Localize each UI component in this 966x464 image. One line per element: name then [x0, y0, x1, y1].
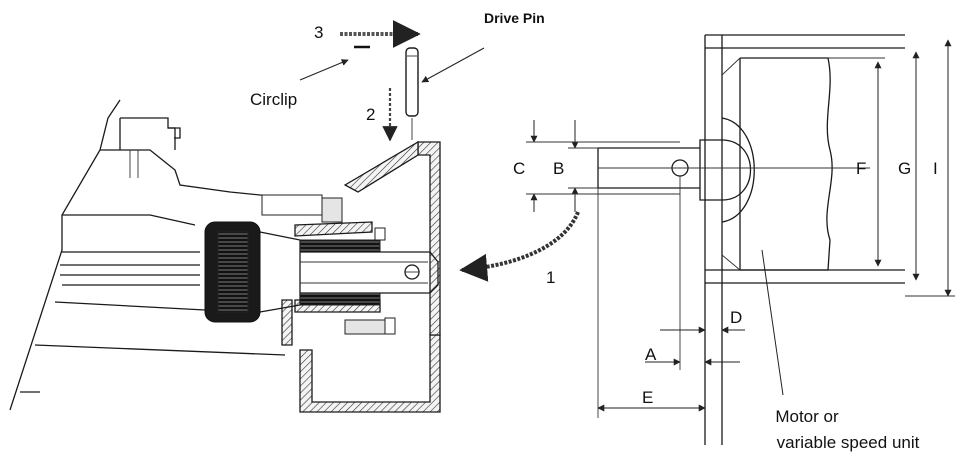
dim-i-label: I — [933, 159, 938, 178]
dim-c-label: C — [513, 159, 525, 178]
drive-pin — [405, 47, 419, 140]
drive-pin-label: Drive Pin — [484, 10, 545, 26]
dim-g-label: G — [898, 159, 911, 178]
step1-label: 1 — [546, 268, 555, 287]
dimension-lines — [526, 39, 955, 418]
dim-b-label: B — [553, 159, 564, 178]
step2-label: 2 — [366, 105, 375, 124]
dim-e-label: E — [642, 388, 653, 407]
dim-d-label: D — [730, 308, 742, 327]
step1-arrow — [459, 211, 580, 282]
dim-f-label: F — [856, 159, 866, 178]
motor-label-line2: variable speed unit — [777, 433, 920, 452]
circlip-label: Circlip — [250, 90, 297, 109]
step3-label: 3 — [314, 23, 323, 42]
coupling — [204, 194, 396, 335]
leader-lines — [299, 47, 784, 396]
motor-label-line1: Motor or — [775, 407, 839, 426]
dim-a-label: A — [645, 345, 657, 364]
gearbox-housing — [9, 99, 286, 411]
hollow-shaft — [60, 251, 439, 294]
motor-unit — [597, 34, 905, 445]
